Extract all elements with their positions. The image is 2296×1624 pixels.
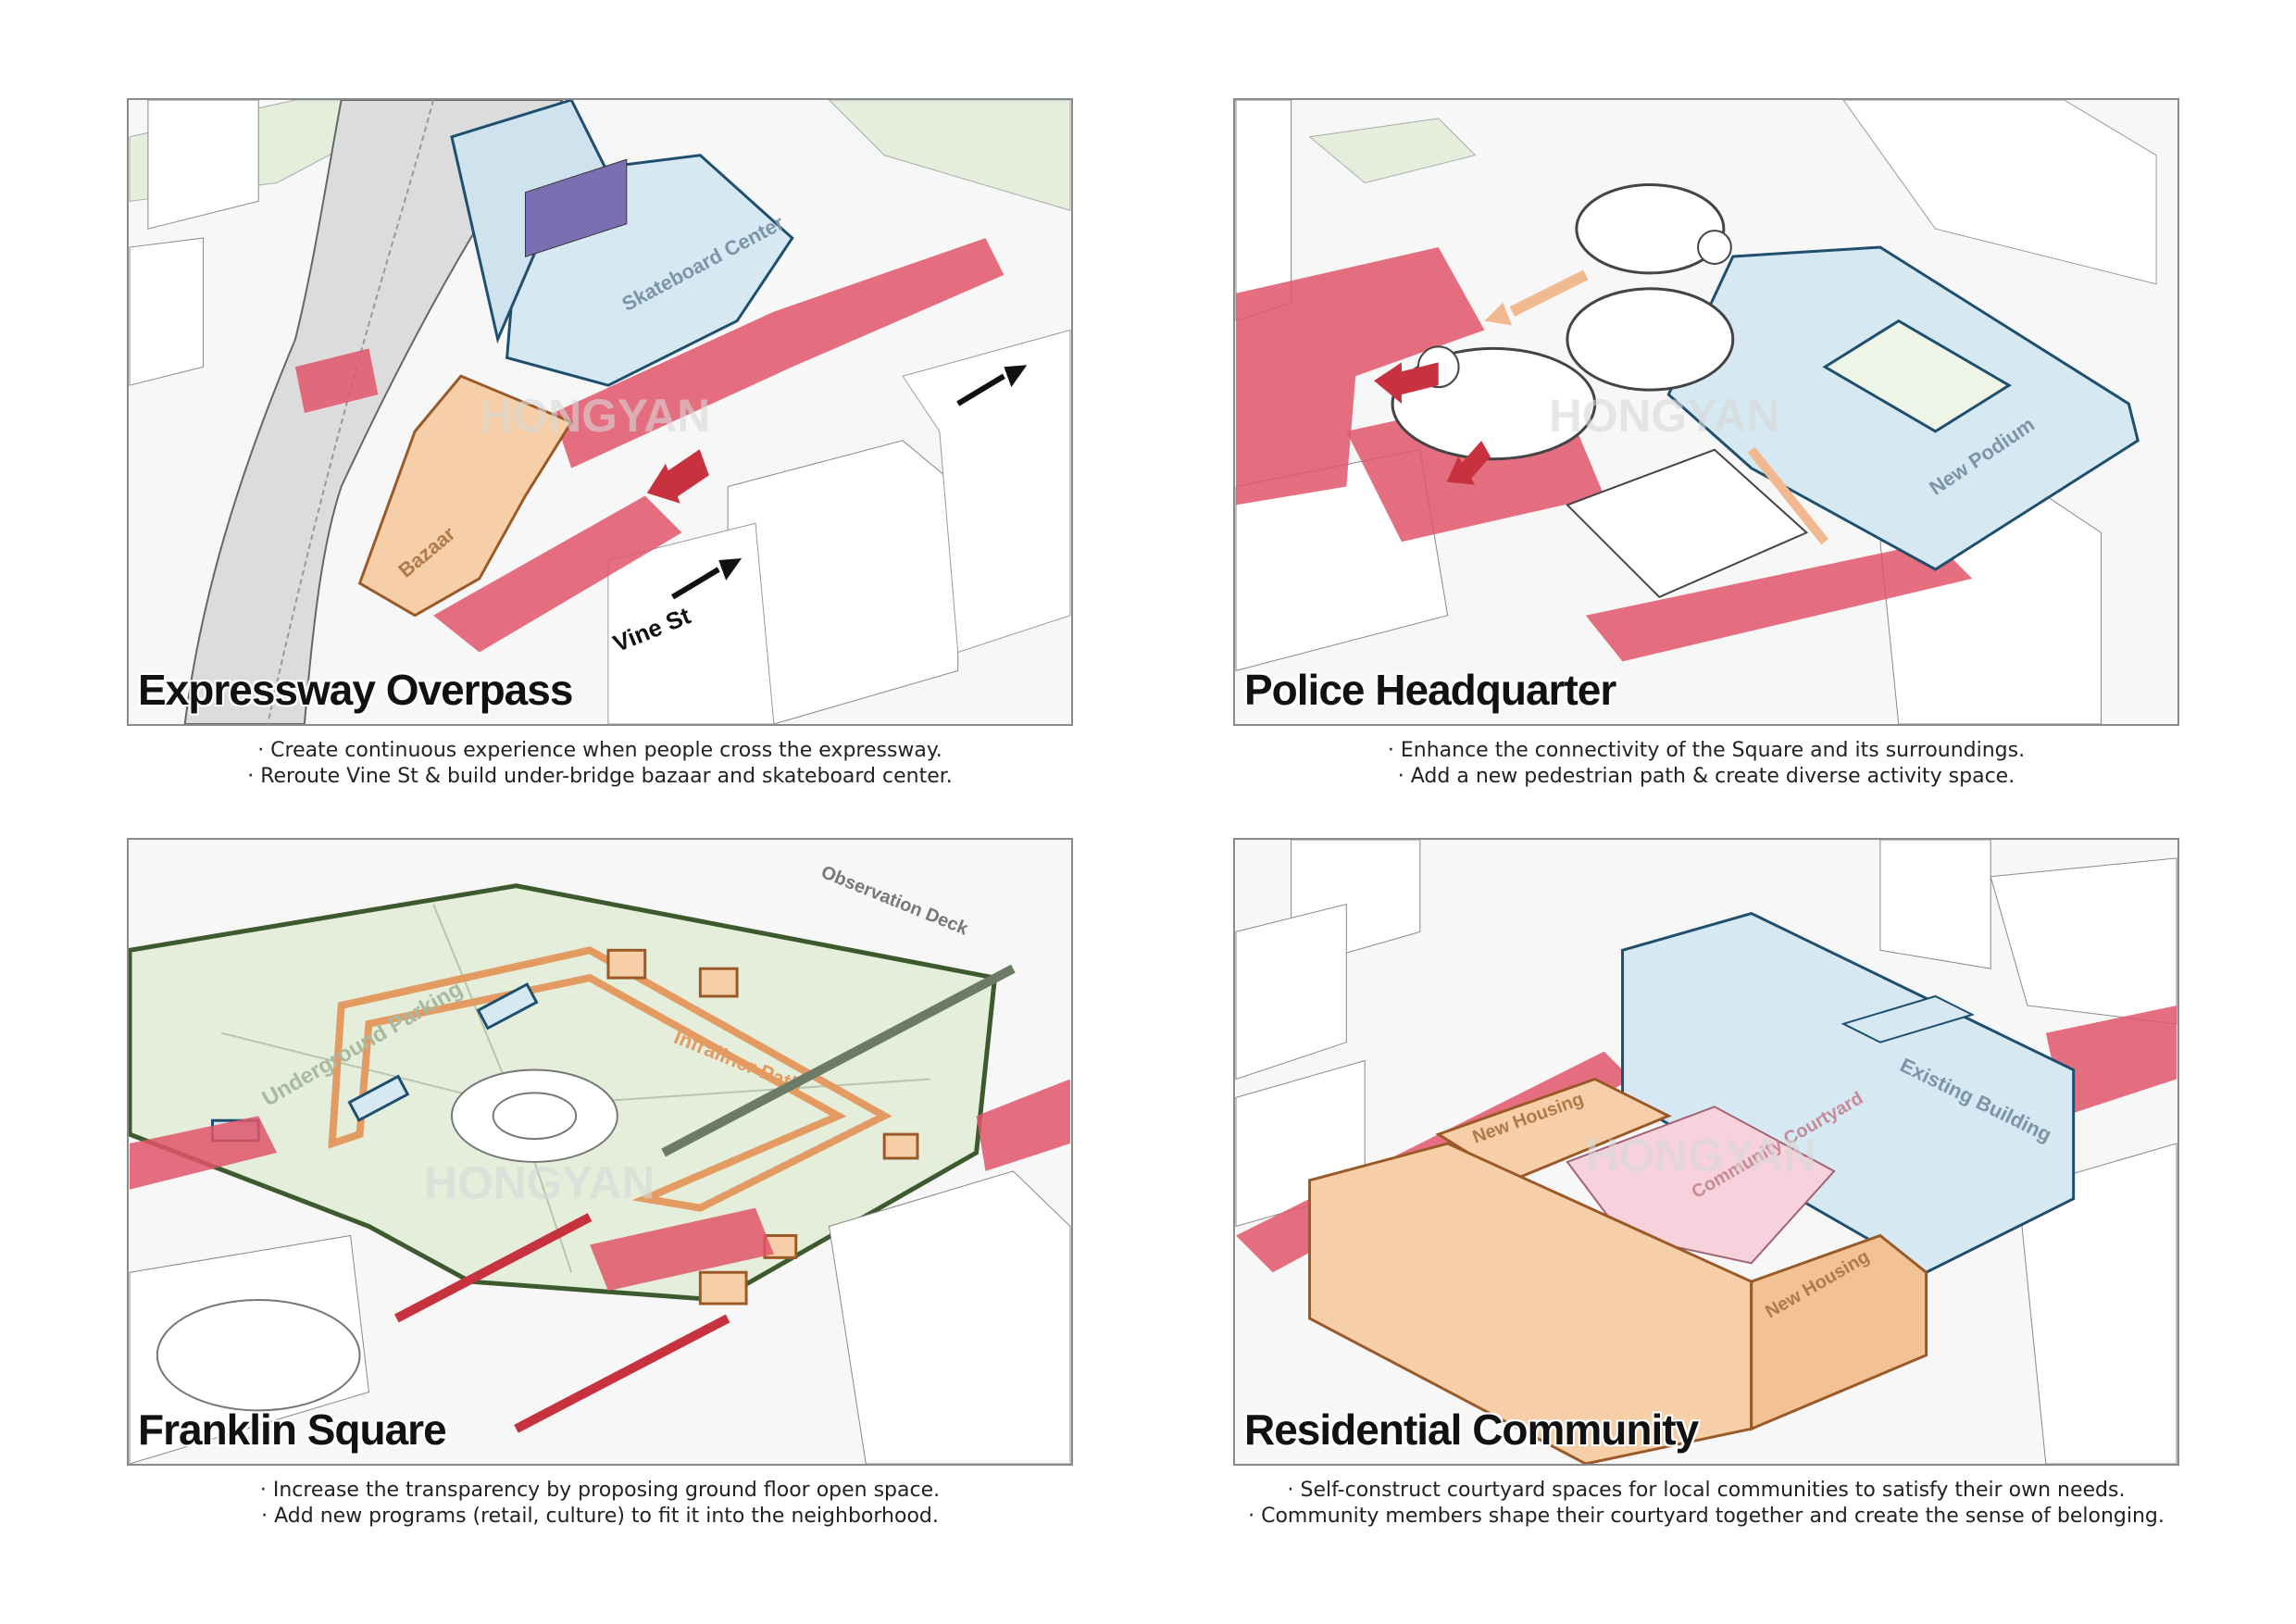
panel-title: Residential Community: [1244, 1405, 1698, 1455]
residential-community-diagram: Existing Building Community Courtyard Ne…: [1235, 840, 2177, 1464]
caption-line: · Create continuous experience when peop…: [127, 738, 1073, 764]
panel-expressway-overpass: Skateboard Center Bazaar Vine St HONGYAN…: [127, 98, 1073, 726]
panel-residential-community: Existing Building Community Courtyard Ne…: [1233, 838, 2179, 1466]
caption-line: · Reroute Vine St & build under-bridge b…: [127, 764, 1073, 790]
caption-line: · Add a new pedestrian path & create div…: [1233, 764, 2179, 790]
caption-expressway: · Create continuous experience when peop…: [127, 738, 1073, 790]
watermark: HONGYAN: [1549, 390, 1779, 442]
caption-line: · Add new programs (retail, culture) to …: [127, 1504, 1073, 1530]
watermark: HONGYAN: [424, 1157, 655, 1209]
panel-police-headquarter: New Podium HONGYAN Police Headquarter: [1233, 98, 2179, 726]
caption-franklin: · Increase the transparency by proposing…: [127, 1478, 1073, 1530]
caption-line: · Enhance the connectivity of the Square…: [1233, 738, 2179, 764]
caption-line: · Increase the transparency by proposing…: [127, 1478, 1073, 1504]
panel-title: Police Headquarter: [1244, 665, 1616, 715]
franklin-square-diagram: Infraliner Path Underground Parking Obse…: [129, 840, 1071, 1464]
panel-title: Expressway Overpass: [138, 665, 572, 715]
watermark: HONGYAN: [480, 390, 710, 442]
caption-police: · Enhance the connectivity of the Square…: [1233, 738, 2179, 790]
watermark: HONGYAN: [1586, 1130, 1816, 1181]
panel-title: Franklin Square: [138, 1405, 446, 1455]
police-hq-diagram: New Podium HONGYAN: [1235, 100, 2177, 724]
caption-line: · Community members shape their courtyar…: [1233, 1504, 2179, 1530]
expressway-diagram: Skateboard Center Bazaar Vine St HONGYAN: [129, 100, 1071, 724]
caption-line: · Self-construct courtyard spaces for lo…: [1233, 1478, 2179, 1504]
panel-franklin-square: Infraliner Path Underground Parking Obse…: [127, 838, 1073, 1466]
caption-residential: · Self-construct courtyard spaces for lo…: [1233, 1478, 2179, 1530]
